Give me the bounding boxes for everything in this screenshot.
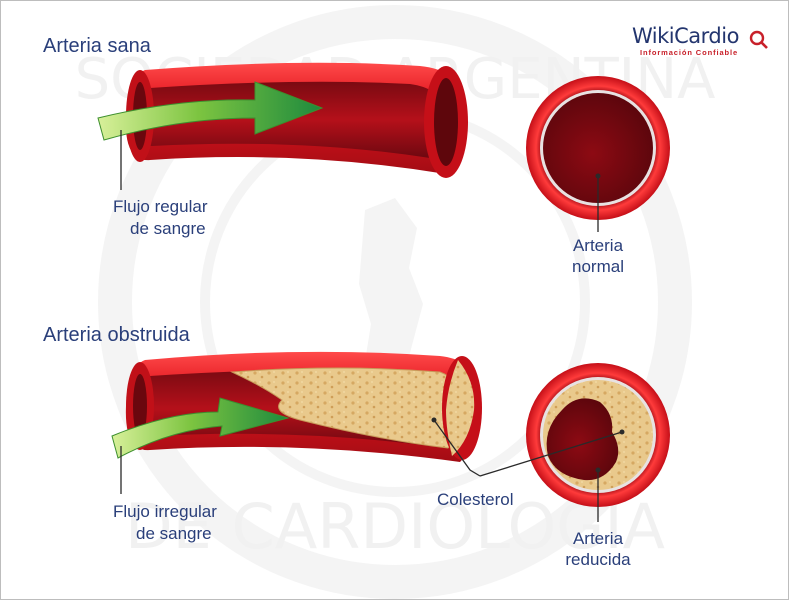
blocked-artery <box>125 351 482 462</box>
normal-label-line1: Arteria <box>572 236 624 255</box>
healthy-title: Arteria sana <box>43 35 151 57</box>
logo: WikiCardio Información Confiable <box>632 24 772 58</box>
blocked-title: Arteria obstruida <box>43 324 190 346</box>
magnifier-icon <box>749 30 768 49</box>
blocked-flow-label-line2: de sangre <box>136 524 212 543</box>
reduced-label-line2: reducida <box>565 550 631 569</box>
logo-tagline: Información Confiable <box>640 48 739 57</box>
blocked-flow-arrow <box>111 397 290 459</box>
normal-label-line2: normal <box>572 257 624 276</box>
reduced-cross-section <box>526 363 670 507</box>
reduced-cross-pointer-a <box>479 431 623 477</box>
cholesterol-plaque <box>230 367 463 449</box>
reduced-lumen <box>546 398 619 481</box>
normal-cross-section <box>526 76 670 220</box>
cholesterol-label: Colesterol <box>437 490 514 509</box>
healthy-flow-arrow <box>97 81 324 141</box>
reduced-label-line1: Arteria <box>572 529 624 548</box>
healthy-flow-label-line2: de sangre <box>130 219 206 238</box>
cholesterol-pointer <box>433 419 481 477</box>
healthy-flow-label-line1: Flujo regular <box>113 197 208 216</box>
logo-name: WikiCardio <box>632 24 739 48</box>
blocked-flow-label-line1: Flujo irregular <box>113 502 217 521</box>
